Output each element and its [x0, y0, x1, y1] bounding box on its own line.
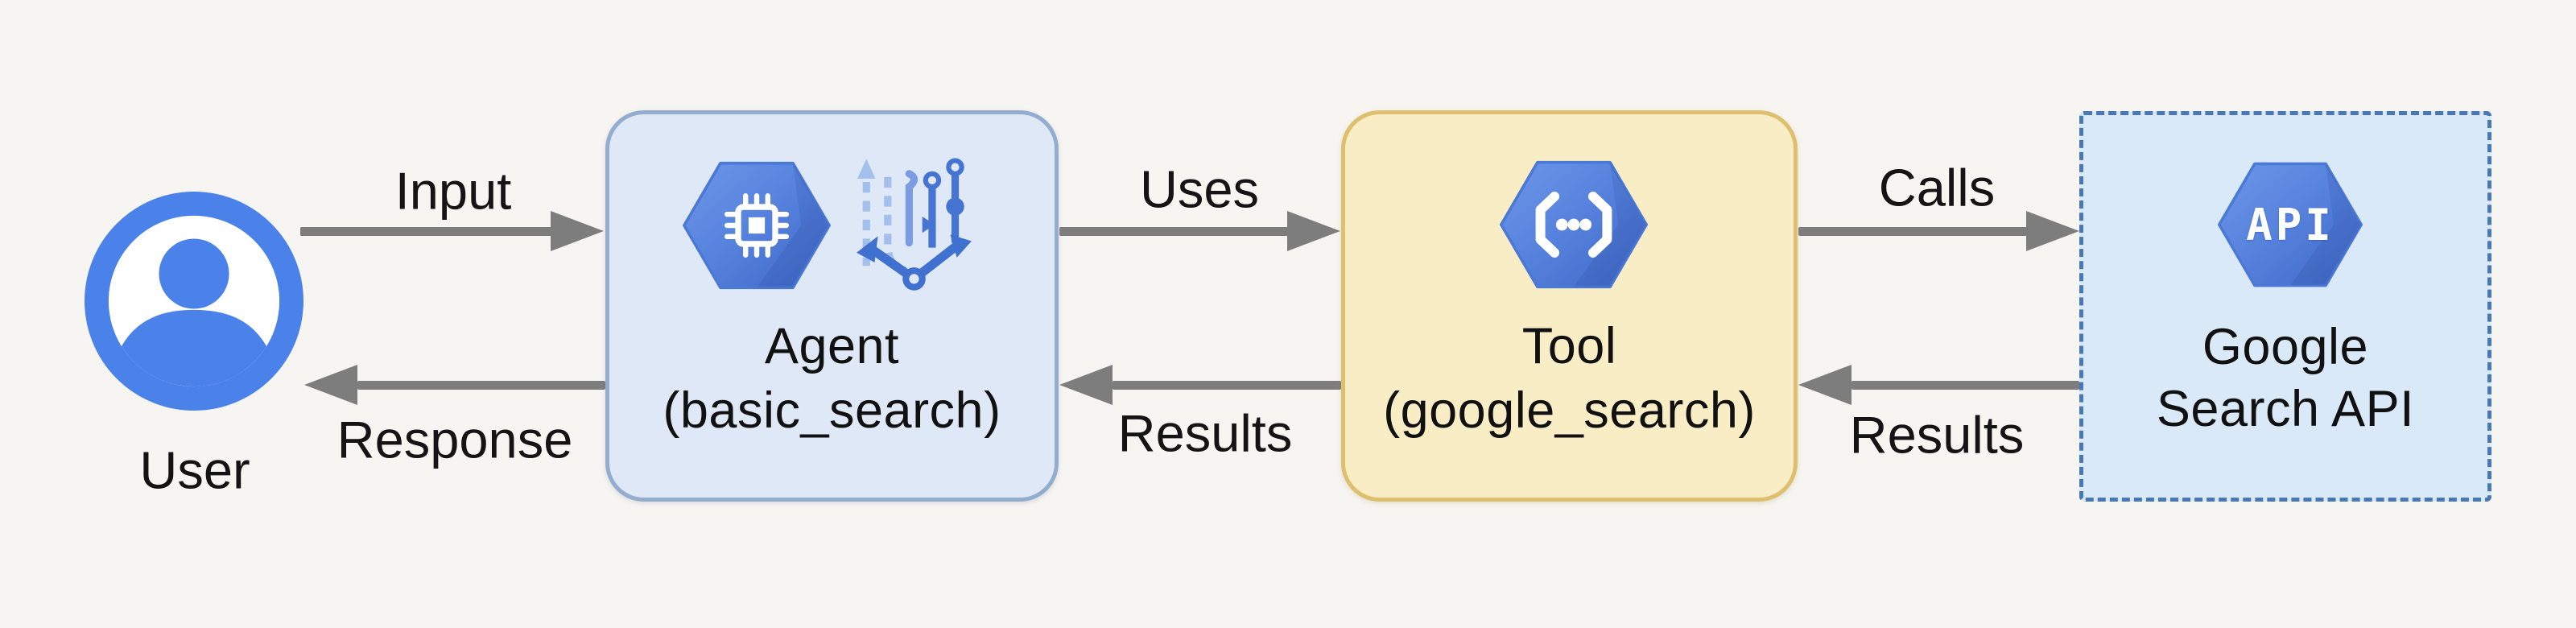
api-node: API Google Search API	[2079, 111, 2491, 502]
input-arrow-shaft	[300, 227, 551, 236]
edge-label-agent-results: Results	[1117, 403, 1293, 463]
edge-label-tool-results: Results	[1849, 405, 2025, 465]
tool-results-arrow-shaft	[1852, 381, 2079, 390]
ai-chip-hexagon-icon	[683, 161, 831, 290]
response-arrow-head	[304, 365, 357, 405]
edge-label-calls: Calls	[1878, 158, 1996, 217]
calls-arrow-head	[2026, 211, 2079, 251]
tool-node: Tool (google_search)	[1341, 110, 1798, 502]
user-person-icon	[85, 192, 303, 411]
agent-subtitle-line: (basic_search)	[663, 382, 1001, 439]
user-label: User	[139, 440, 250, 500]
response-arrow-shaft	[357, 381, 605, 390]
agent-results-arrow-shaft	[1113, 381, 1341, 390]
calls-arrow-shaft	[1798, 227, 2027, 236]
tool-results-arrow-head	[1798, 365, 1852, 405]
agent-results-arrow-head	[1059, 365, 1113, 405]
branching-pipeline-icon	[855, 155, 974, 291]
api-title-line: Google	[2202, 319, 2369, 375]
tool-title: Tool (google_search)	[1345, 314, 1794, 443]
agent-title: Agent (basic_search)	[609, 314, 1055, 443]
api-hexagon-icon: API	[2218, 160, 2363, 289]
edge-label-input: Input	[394, 161, 512, 221]
input-arrow-head	[551, 211, 604, 251]
api-title: Google Search API	[2083, 316, 2487, 440]
edge-label-uses: Uses	[1139, 159, 1260, 219]
tool-title-line: Tool	[1521, 318, 1617, 374]
uses-arrow-shaft	[1059, 227, 1288, 236]
agent-title-line: Agent	[764, 318, 900, 374]
agent-node: Agent (basic_search)	[605, 110, 1059, 502]
api-glyph-text: API	[2246, 199, 2334, 250]
uses-arrow-head	[1287, 211, 1340, 251]
api-subtitle-line: Search API	[2156, 381, 2415, 437]
tool-subtitle-line: (google_search)	[1383, 382, 1756, 439]
edge-label-response: Response	[336, 410, 573, 469]
code-brackets-hexagon-icon	[1500, 159, 1648, 290]
